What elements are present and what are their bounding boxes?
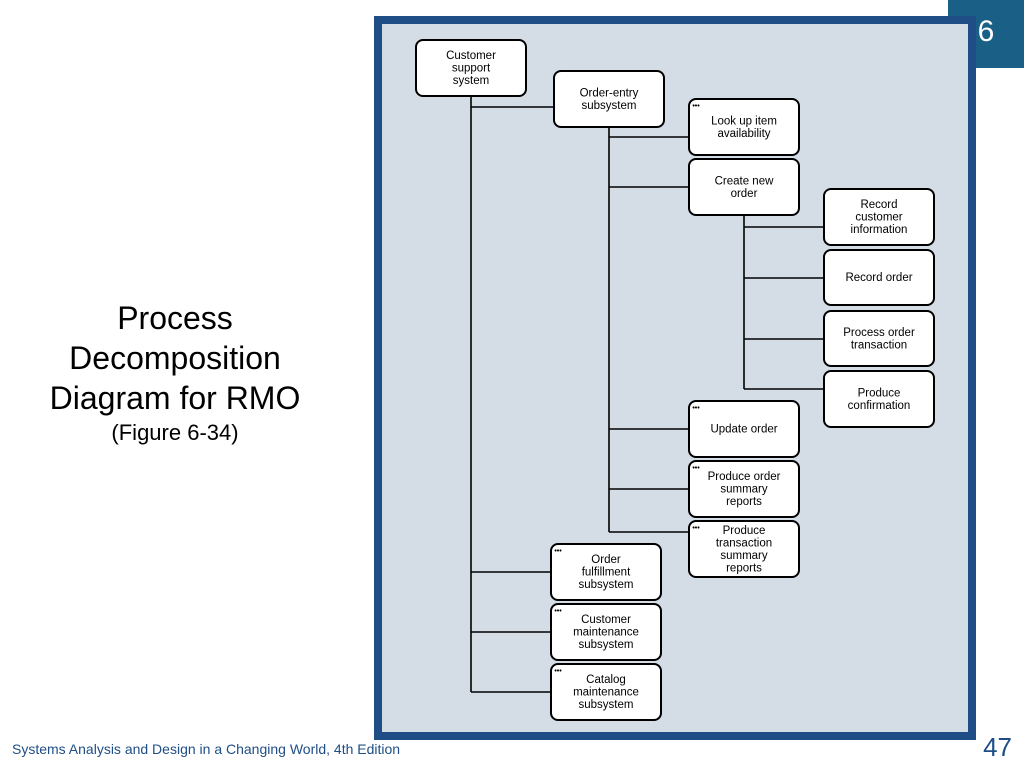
node-label-line: reports <box>726 496 762 508</box>
node-label-line: Process order <box>843 327 915 339</box>
node-label-line: summary <box>720 550 768 562</box>
node-record-order: Record order <box>823 249 935 306</box>
node-box <box>688 158 800 216</box>
chapter-number: 6 <box>977 15 995 48</box>
title-line-3: Diagram for RMO <box>49 380 301 416</box>
node-label-line: maintenance <box>573 687 639 699</box>
footer-text: Systems Analysis and Design in a Changin… <box>12 741 401 757</box>
title-line-1: Process <box>117 300 233 336</box>
node-label-line: Order <box>591 554 621 566</box>
ellipsis-icon: ••• <box>692 465 700 472</box>
node-label-line: confirmation <box>848 400 911 412</box>
node-label-line: subsystem <box>579 699 634 711</box>
node-label-line: Produce <box>723 525 766 537</box>
node-update-order: ••• Update order <box>688 400 800 458</box>
node-box <box>823 370 935 428</box>
node-label-line: Look up item <box>711 115 777 127</box>
node-box <box>550 543 662 601</box>
node-label-line: Update order <box>710 424 777 436</box>
node-label-line: Order-entry <box>580 87 639 99</box>
node-label-line: fulfillment <box>582 567 631 579</box>
node-label-line: Create new <box>715 175 775 187</box>
node-box <box>550 663 662 721</box>
ellipsis-icon: ••• <box>554 608 562 615</box>
node-box <box>823 188 935 246</box>
node-box <box>688 400 800 458</box>
title-line-2: Decomposition <box>69 340 281 376</box>
node-label-line: subsystem <box>582 100 637 112</box>
node-label-line: information <box>851 224 908 236</box>
node-label-line: customer <box>855 212 902 224</box>
node-label-line: Produce <box>858 387 901 399</box>
node-label-line: support <box>452 63 491 75</box>
node-label-line: Catalog <box>586 674 626 686</box>
node-label-line: subsystem <box>579 639 634 651</box>
node-label-line: summary <box>720 484 768 496</box>
node-label-line: system <box>453 75 489 87</box>
node-box <box>823 310 935 367</box>
process-decomposition-diagram: CustomersupportsystemOrder-entrysubsyste… <box>415 39 935 721</box>
ellipsis-icon: ••• <box>692 405 700 412</box>
node-box <box>415 39 527 97</box>
node-box <box>688 520 800 578</box>
node-box <box>688 98 800 156</box>
node-label-line: Customer <box>446 50 496 62</box>
node-label-line: Record <box>860 199 897 211</box>
ellipsis-icon: ••• <box>692 103 700 110</box>
title-subtitle: (Figure 6-34) <box>111 420 239 445</box>
ellipsis-icon: ••• <box>554 668 562 675</box>
ellipsis-icon: ••• <box>554 548 562 555</box>
node-label-line: transaction <box>716 537 772 549</box>
node-label-line: Customer <box>581 614 631 626</box>
page-number: 47 <box>983 732 1012 762</box>
node-box <box>550 603 662 661</box>
node-label-line: maintenance <box>573 627 639 639</box>
node-label-line: order <box>731 188 758 200</box>
node-box <box>553 70 665 128</box>
node-label-line: Record order <box>845 272 912 284</box>
node-label-line: reports <box>726 562 762 574</box>
node-label-line: Produce order <box>708 471 781 483</box>
ellipsis-icon: ••• <box>692 525 700 532</box>
node-box <box>688 460 800 518</box>
node-box <box>823 249 935 306</box>
node-label-line: availability <box>717 128 770 140</box>
node-label-line: subsystem <box>579 579 634 591</box>
slide-title: Process Decomposition Diagram for RMO (F… <box>20 298 330 448</box>
node-label-line: transaction <box>851 339 907 351</box>
